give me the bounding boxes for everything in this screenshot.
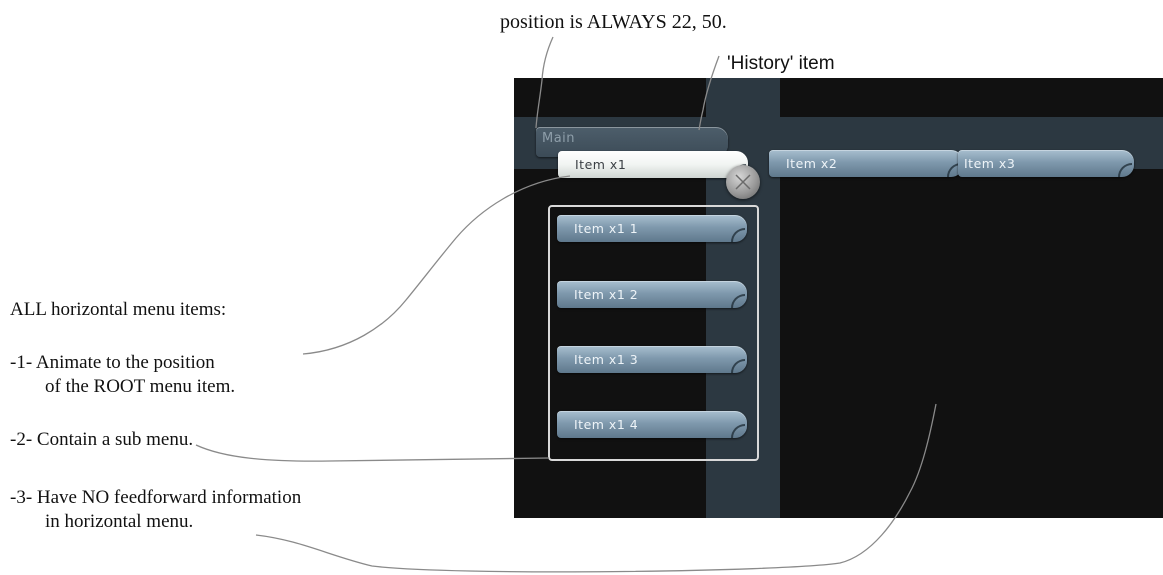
corner-tab-icon [731,228,745,242]
menu-item-label: Item x1 [575,157,627,172]
corner-tab-icon [731,294,745,308]
submenu-item-x1-4[interactable]: Item x1 4 [557,411,747,438]
menu-item-x3[interactable]: Item x3 [958,150,1134,177]
submenu-item-label: Item x1 4 [574,417,639,432]
note-point-1-line-1: -1- Animate to the position [10,352,215,373]
corner-tab-icon [731,359,745,373]
corner-tab-icon [731,424,745,438]
note-point-3-line-1: -3- Have NO feedforward information [10,487,302,508]
menu-item-label: Item x2 [786,156,838,171]
menu-item-x2[interactable]: Item x2 [769,150,963,177]
note-point-2: -2- Contain a sub menu. [10,429,194,450]
submenu-item-label: Item x1 3 [574,352,639,367]
x-circle-icon[interactable] [726,165,760,199]
submenu-item-label: Item x1 2 [574,287,639,302]
corner-tab-icon [1118,163,1132,177]
leader-line-point-2 [195,444,550,462]
submenu-item-x1-1[interactable]: Item x1 1 [557,215,747,242]
submenu-item-x1-2[interactable]: Item x1 2 [557,281,747,308]
menu-item-x1[interactable]: Item x1 [558,151,748,178]
note-position: position is ALWAYS 22, 50. [500,11,727,33]
history-item-label: Main [542,131,576,146]
menu-screen: Main Item x1 Item x2 Item x3 Item x1 1 I… [514,78,1163,518]
submenu-item-label: Item x1 1 [574,221,639,236]
note-history-item: 'History' item [727,53,835,74]
submenu-item-x1-3[interactable]: Item x1 3 [557,346,747,373]
corner-tab-icon [947,163,961,177]
menu-item-label: Item x3 [964,156,1016,171]
note-list-heading: ALL horizontal menu items: [10,299,227,320]
note-point-3-line-2: in horizontal menu. [45,511,194,532]
note-point-1-line-2: of the ROOT menu item. [45,376,236,397]
